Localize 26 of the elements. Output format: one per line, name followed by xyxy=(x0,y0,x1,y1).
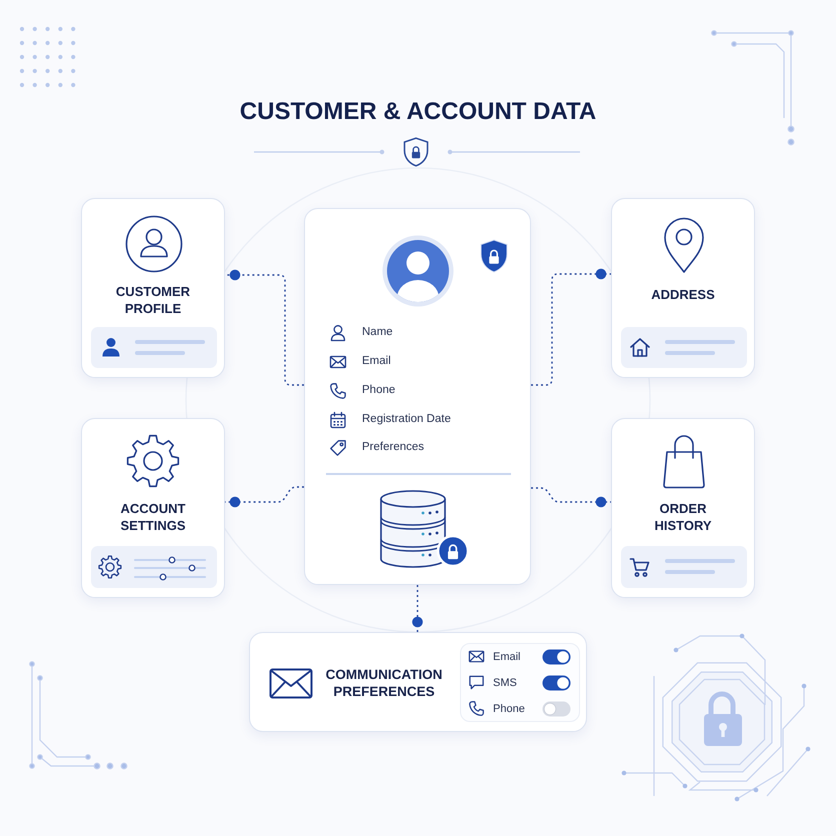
field-label: Phone xyxy=(362,383,396,398)
dotted-connector xyxy=(531,487,611,508)
card-title: ORDER HISTORY xyxy=(653,501,713,534)
channel-label: Phone xyxy=(493,702,525,716)
card-title: ADDRESS xyxy=(650,287,716,304)
card-title: CUSTOMER PROFILE xyxy=(114,284,192,317)
toggle-panel xyxy=(460,643,580,722)
field-label: Preferences xyxy=(362,440,424,455)
info-card xyxy=(611,198,755,378)
profile-card xyxy=(304,208,531,585)
info-card xyxy=(611,418,755,598)
dotted-connector xyxy=(531,268,611,386)
field-label: Registration Date xyxy=(362,412,451,427)
field-label: Name xyxy=(362,325,393,340)
info-card xyxy=(81,418,225,598)
channel-label: Email xyxy=(493,650,521,664)
card-title: COMMUNICATION PREFERENCES xyxy=(324,666,444,700)
dotted-connector xyxy=(412,585,423,632)
preferences-card xyxy=(249,632,587,732)
dotted-connector xyxy=(225,270,304,386)
dotted-connector xyxy=(225,486,304,508)
field-label: Email xyxy=(362,354,391,369)
diagram-title: CUSTOMER & ACCOUNT DATA xyxy=(240,97,596,127)
channel-label: SMS xyxy=(493,676,517,690)
info-card xyxy=(81,198,225,378)
card-title: ACCOUNT SETTINGS xyxy=(119,501,186,534)
